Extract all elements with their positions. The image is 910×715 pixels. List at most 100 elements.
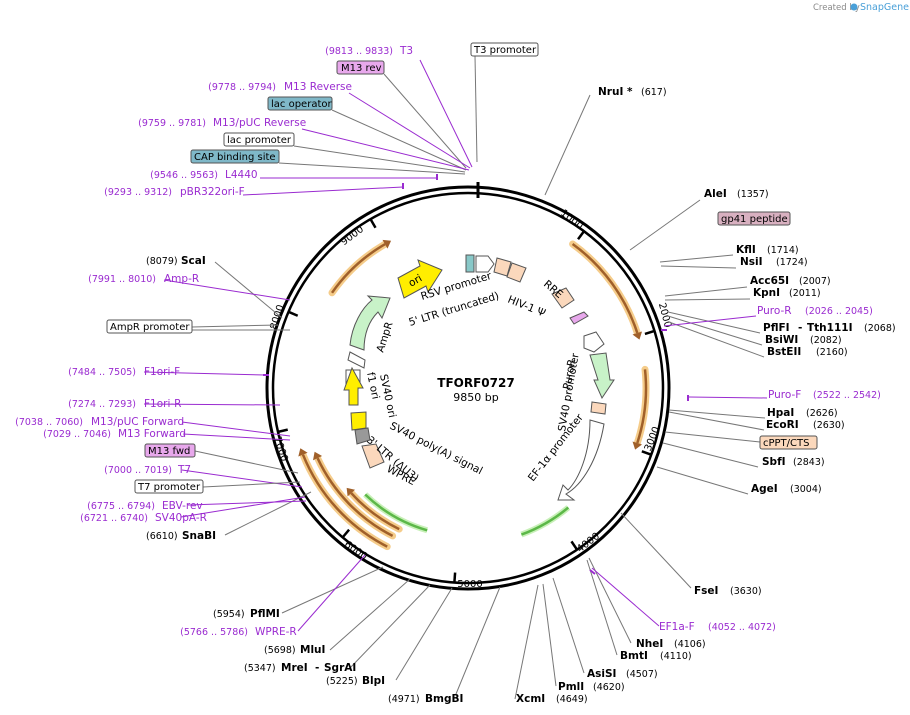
primer-l4440: (9546 .. 9563)L4440 (150, 169, 257, 181)
enzyme-agei: AgeI(3004) (751, 483, 822, 495)
leader-line (688, 396, 768, 399)
enzyme-scai: (8079)ScaI (146, 255, 206, 267)
leader-line (182, 433, 291, 441)
feature-arrow-ori (397, 259, 443, 299)
leader-line (667, 311, 761, 334)
svg-text:M13 fwd: M13 fwd (148, 446, 190, 457)
primer-t3: (9813 .. 9833) T3 (325, 45, 413, 57)
feature-ori: ori (407, 272, 425, 289)
feature-arrow-ampr (349, 295, 391, 351)
svg-text:XcmI: XcmI (516, 693, 545, 705)
ring-tick (453, 572, 457, 583)
svg-text:KpnI: KpnI (753, 287, 780, 299)
enzyme-acc65i: Acc65I(2007) (750, 275, 831, 287)
svg-text:(2843): (2843) (793, 457, 825, 468)
svg-text:T7 promoter: T7 promoter (137, 482, 201, 493)
primer-m13-puc-forward: (7038 .. 7060)M13/pUC Forward (15, 416, 184, 428)
box-cppt-cts: cPPT/CTS (759, 435, 818, 450)
feature-ampr: AmpR (374, 320, 395, 354)
svg-text:(4649): (4649) (556, 694, 588, 705)
feature-arrow-puror (589, 352, 615, 400)
leader-line (331, 109, 467, 171)
enzyme-mrei-sgrai: (5347)MreI-SgrAI (244, 662, 356, 674)
leader-line (662, 442, 759, 468)
primer-wpre-r: (5766 .. 5786)WPRE-R (180, 626, 297, 638)
svg-text:(617): (617) (641, 87, 667, 98)
orf-arc-4 (316, 457, 394, 538)
ring-tick (369, 218, 377, 229)
box-lac-operator: lac operator (267, 96, 333, 111)
snapgene-logo-icon (850, 3, 858, 11)
orf-arc-4-head (313, 451, 323, 461)
feature-f1-ori: f1 ori (364, 371, 381, 400)
leader-line (668, 409, 766, 419)
leader-line (656, 466, 749, 495)
ring-tick-label: 1000 (558, 208, 585, 232)
enzyme-kfli: KflI (1714) (736, 244, 799, 256)
feature-block-sv40pa (350, 411, 367, 431)
svg-text:(9813 .. 9833): (9813 .. 9833) (325, 46, 393, 57)
backbone-outer (265, 185, 671, 591)
leader-line (542, 583, 557, 687)
primer-t7: (7000 .. 7019)T7 (104, 464, 191, 476)
leader-line (586, 559, 618, 656)
svg-text:(2082): (2082) (810, 335, 842, 346)
enzyme-snabi: (6610) SnaBI (146, 530, 216, 542)
svg-text:pBR322ori-F: pBR322ori-F (180, 186, 245, 198)
svg-text:(2026 .. 2045): (2026 .. 2045) (805, 306, 873, 317)
orf-arc-2 (636, 369, 648, 444)
svg-text:M13 rev: M13 rev (341, 63, 382, 74)
svg-text:M13 Forward: M13 Forward (118, 428, 186, 440)
svg-text:(2630): (2630) (813, 420, 845, 431)
ring-tick-label: 6000 (342, 539, 369, 563)
svg-text:(6610): (6610) (146, 531, 178, 542)
leader-line (194, 450, 299, 474)
leader-line (278, 162, 466, 175)
svg-text:(5347): (5347) (244, 663, 276, 674)
svg-text:(2626): (2626) (806, 408, 838, 419)
svg-text:(2160): (2160) (816, 347, 848, 358)
feature-arrow-ef1a (557, 419, 605, 501)
green-arc-2 (520, 506, 570, 536)
plasmid-name: TFORF0727 (437, 376, 514, 390)
ring-tick (577, 230, 585, 241)
primer-pbr322ori-f: (9293 .. 9312) pBR322ori-F (104, 186, 245, 198)
svg-text:(9759 .. 9781): (9759 .. 9781) (138, 118, 206, 129)
enzyme-nhei: NheI(4106) (636, 638, 706, 650)
svg-text:(1357): (1357) (737, 189, 769, 200)
backbone-inner (271, 191, 665, 585)
feature-block-rsv (465, 254, 475, 273)
svg-text:(6721 .. 6740): (6721 .. 6740) (80, 513, 148, 524)
svg-text:KflI: KflI (736, 244, 756, 256)
primer-f1ori-r: (7274 .. 7293)F1ori-R (68, 398, 181, 410)
svg-text:(9293 .. 9312): (9293 .. 9312) (104, 187, 172, 198)
leader-line (659, 254, 734, 263)
svg-text:(1714): (1714) (767, 245, 799, 256)
svg-text:AsiSI: AsiSI (587, 668, 616, 680)
leader-line (242, 186, 404, 196)
enzyme-ecori: EcoRI(2630) (766, 419, 845, 431)
leader-line (297, 554, 366, 632)
svg-text:T3: T3 (399, 45, 413, 57)
leader-line (667, 315, 763, 346)
orf-arc-3-head (298, 448, 308, 457)
svg-text:(9778 .. 9794): (9778 .. 9794) (208, 82, 276, 93)
svg-text:(7038 .. 7060): (7038 .. 7060) (15, 417, 83, 428)
svg-text:PflFI: PflFI (763, 322, 790, 334)
ring-tick (570, 540, 579, 551)
leader-line (664, 298, 751, 301)
svg-text:BlpI: BlpI (362, 675, 385, 687)
svg-text:(4507): (4507) (626, 669, 658, 680)
svg-text:AgeI: AgeI (751, 483, 778, 495)
svg-text:T3 promoter: T3 promoter (473, 45, 537, 56)
svg-text:SV40pA-R: SV40pA-R (155, 512, 207, 524)
enzyme-pmli: PmlI(4620) (558, 681, 625, 693)
svg-text:SnaBI: SnaBI (182, 530, 216, 542)
svg-text:Amp-R: Amp-R (164, 273, 199, 285)
primer-puro-f: Puro-F(2522 .. 2542) (768, 389, 881, 401)
ring-tick-label: 5000 (457, 579, 482, 590)
leader-line (660, 265, 737, 269)
primer-m13-puc-reverse: (9759 .. 9781)M13/pUC Reverse (138, 117, 306, 129)
svg-text:M13 Reverse: M13 Reverse (284, 81, 352, 93)
